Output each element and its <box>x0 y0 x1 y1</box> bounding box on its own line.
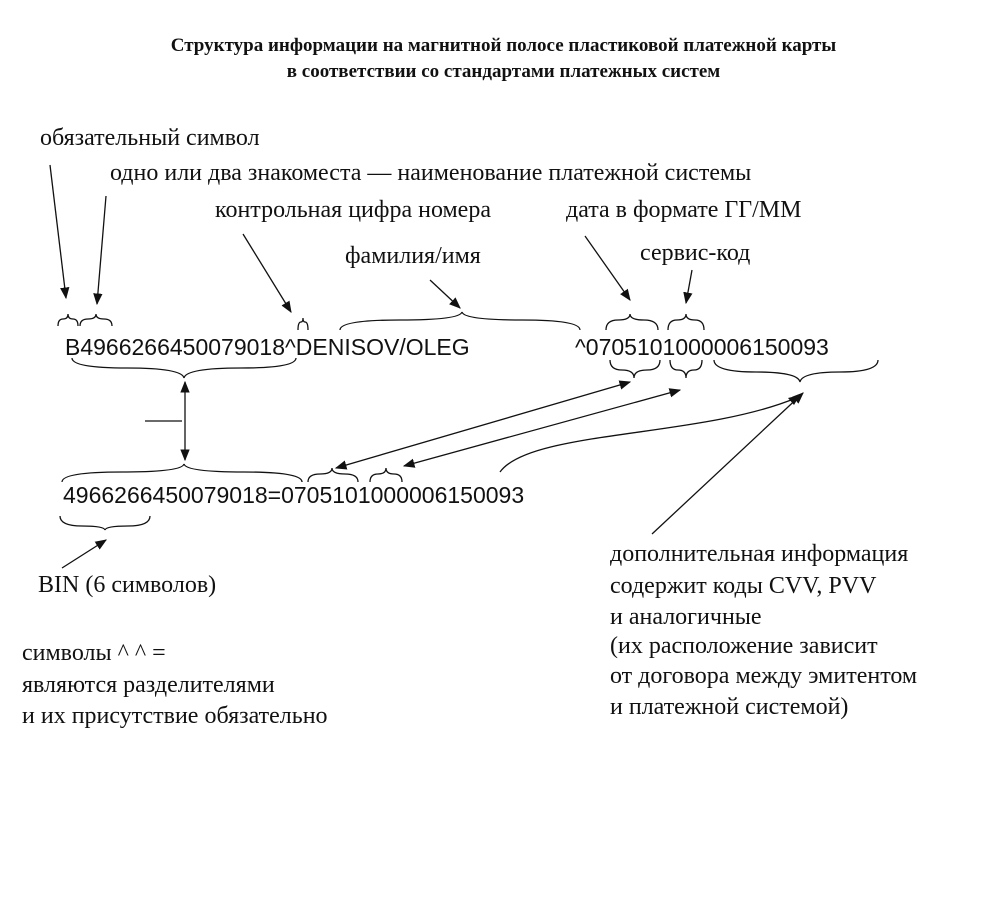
curve-discretionary-link <box>499 397 797 473</box>
label-mandatory-symbol: обязательный символ <box>40 125 260 151</box>
track2-data: 4966266450079018=0705101000006150093 <box>63 482 525 508</box>
brace-discretionary <box>713 359 879 383</box>
additional-info-line-3: и аналогичные <box>610 604 762 630</box>
brace-service-code-track2 <box>369 467 403 483</box>
arrow-date <box>584 235 631 301</box>
arrow-service-code <box>683 269 693 305</box>
label-bin: BIN (6 символов) <box>38 572 217 598</box>
brace-service-code <box>667 313 705 331</box>
arrow-check-digit <box>242 233 292 313</box>
additional-info-line-6: и платежной системой) <box>610 694 849 720</box>
label-service-code: сервис-код <box>640 240 751 266</box>
separators-note-line-3: и их присутствие обязательно <box>22 703 328 729</box>
brace-check-digit <box>297 317 309 331</box>
brace-payment-system <box>79 313 113 327</box>
arrow-bin <box>61 539 107 569</box>
brace-date-track2 <box>307 467 359 483</box>
brace-date-bottom <box>609 359 661 379</box>
arrow-additional-info <box>651 392 804 535</box>
arrow-mandatory-symbol <box>49 164 70 300</box>
label-date-format: дата в формате ГГ/ММ <box>566 197 802 223</box>
separators-note-line-1: символы ^ ^ = <box>22 640 166 666</box>
additional-info-line-4: (их расположение зависит <box>610 633 878 659</box>
brace-surname-name <box>339 311 581 331</box>
arrow-service-code-link <box>402 388 682 468</box>
additional-info-line-2: содержит коды CVV, PVV <box>610 573 877 599</box>
label-payment-system-name: одно или два знакоместа — наименование п… <box>110 160 752 186</box>
title-line-2: в соответствии со стандартами платежных … <box>286 61 721 82</box>
arrow-payment-system <box>93 195 107 306</box>
additional-info-line-1: дополнительная информация <box>610 541 909 567</box>
track1-tail: ^0705101000006150093 <box>575 334 829 360</box>
arrow-surname-name <box>429 279 461 309</box>
brace-pan-track2 <box>61 463 303 483</box>
brace-bin <box>59 515 151 531</box>
title-line-1: Структура информации на магнитной полосе… <box>170 35 837 56</box>
separators-note-line-2: являются разделителями <box>22 672 275 698</box>
brace-service-code-bottom <box>669 359 703 379</box>
arrow-date-link <box>334 380 632 470</box>
brace-mandatory-symbol <box>57 313 79 327</box>
label-surname-name: фамилия/имя <box>345 243 481 269</box>
track1-data: B4966266450079018^DENISOV/OLEG <box>65 334 470 360</box>
label-check-digit: контрольная цифра номера <box>215 197 491 223</box>
additional-info-line-5: от договора между эмитентом <box>610 663 918 689</box>
brace-date <box>605 313 659 331</box>
brace-pan <box>71 357 297 379</box>
